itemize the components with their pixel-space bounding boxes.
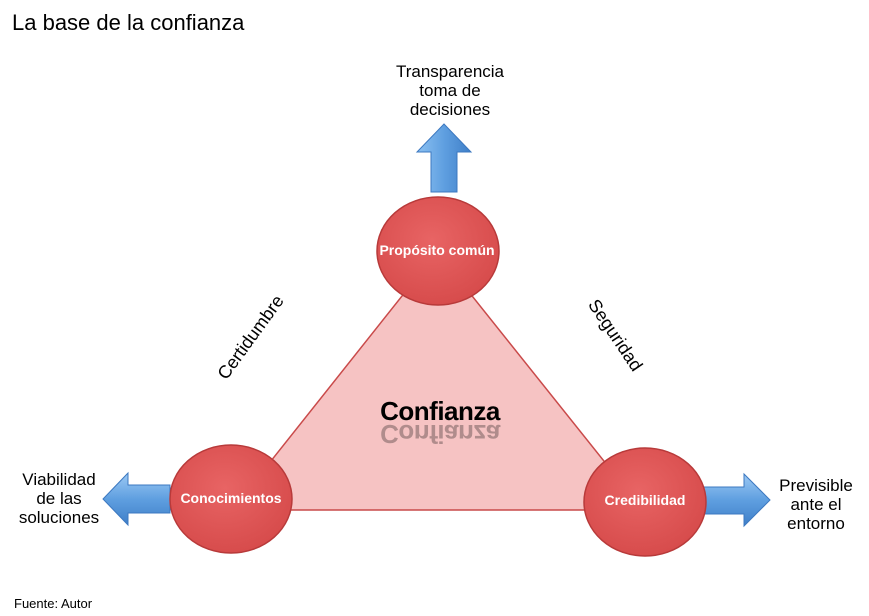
page-title: La base de la confianza — [12, 10, 245, 35]
node-top — [376, 196, 500, 306]
outcome-left-line: Viabilidad — [22, 470, 96, 489]
arrow-right-icon — [701, 472, 771, 528]
outcome-top-line: Transparencia — [395, 62, 505, 81]
center-label-reflection: Confianza — [380, 419, 500, 449]
outcome-right-line: entorno — [787, 514, 845, 533]
outcome-right: Previsible ante el entorno — [750, 476, 869, 533]
outcome-left: Viabilidad de las soluciones — [0, 470, 118, 527]
node-left — [169, 444, 293, 554]
arrow-left-icon — [102, 471, 171, 527]
outcome-left-line: de las — [36, 489, 82, 508]
trust-triangle — [230, 250, 645, 511]
node-label-top: Propósito común — [379, 242, 495, 258]
outcome-right-line: ante el — [790, 495, 842, 514]
node-right — [583, 447, 707, 557]
node-label-left: Conocimientos — [180, 490, 282, 506]
arrow-up-icon — [415, 123, 473, 193]
node-label-right: Credibilidad — [604, 492, 686, 508]
outcome-top-line: decisiones — [409, 100, 491, 119]
outcome-top: Transparencia toma de decisiones — [375, 62, 525, 119]
source-note: Fuente: Autor — [14, 596, 93, 611]
center-label: Confianza — [380, 396, 500, 426]
outcome-left-line: soluciones — [18, 508, 100, 527]
outcome-top-line: toma de — [419, 81, 481, 100]
outcome-right-line: Previsible — [779, 476, 853, 495]
